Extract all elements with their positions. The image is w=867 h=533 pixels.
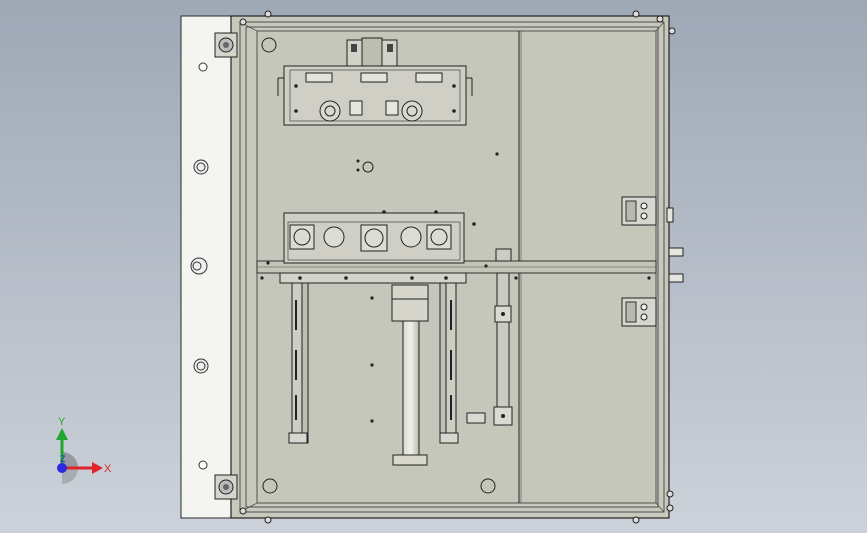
top-bracket: [346, 37, 398, 69]
side-latches: [666, 207, 684, 283]
middle-connector-panel: [283, 210, 476, 264]
left-door-panel: [180, 15, 232, 519]
lower-lock-block: [621, 297, 657, 327]
top-connector-panel: [277, 65, 473, 126]
top-hinge: [214, 32, 238, 58]
bottom-hinge: [214, 474, 238, 500]
left-linear-rails: [288, 282, 309, 444]
cross-beam: [279, 272, 467, 284]
center-cylinder: [370, 284, 429, 466]
screw-dots: [260, 152, 651, 280]
sensor-strip: [466, 248, 513, 426]
right-linear-rails: [439, 282, 459, 444]
mounting-holes: [261, 37, 496, 494]
upper-lock-block: [621, 196, 657, 226]
